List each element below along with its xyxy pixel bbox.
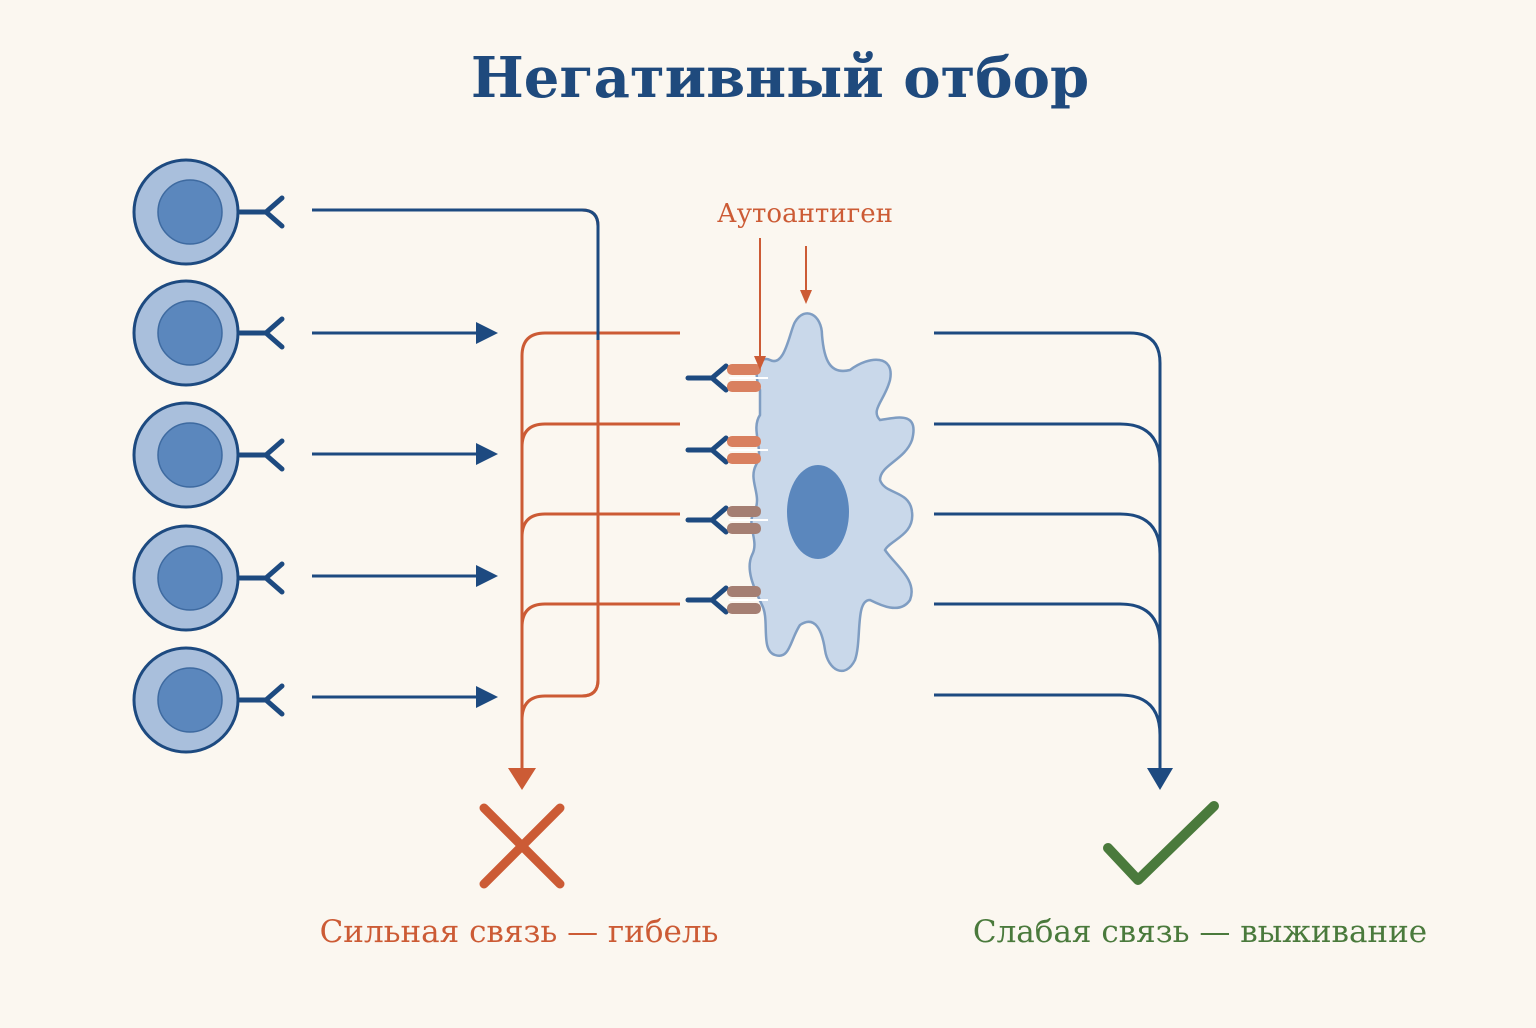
incoming-arrows bbox=[312, 208, 600, 770]
antigen-upper bbox=[727, 364, 761, 375]
receptor-arms bbox=[709, 585, 729, 615]
receptor-arms bbox=[709, 505, 729, 535]
survival-path-5 bbox=[934, 693, 1162, 736]
antigen-lower bbox=[727, 523, 761, 534]
antigen-upper bbox=[727, 436, 761, 447]
survival-path-3 bbox=[934, 512, 1162, 555]
arrowhead-4 bbox=[476, 565, 498, 587]
receptor-arms bbox=[709, 435, 729, 465]
top-cell-path bbox=[312, 208, 600, 340]
t-cell bbox=[132, 158, 285, 266]
survival-path-2 bbox=[934, 422, 1162, 465]
dendritic-cell bbox=[748, 312, 915, 673]
autoantigen-pointer-2-head bbox=[800, 290, 812, 304]
receptor-pairs bbox=[685, 363, 768, 615]
autoantigen-pointer-1-head bbox=[754, 356, 766, 370]
antigen-upper bbox=[727, 586, 761, 597]
survival-path-1 bbox=[934, 331, 1162, 770]
death-arrowhead bbox=[508, 768, 536, 790]
survival-path-4 bbox=[934, 602, 1162, 645]
survival-arrowhead bbox=[1147, 768, 1173, 790]
t-cell bbox=[132, 401, 285, 509]
antigen-lower bbox=[727, 603, 761, 614]
dendritic-nucleus bbox=[787, 465, 849, 559]
receptor-antigen-pair bbox=[685, 505, 768, 535]
antigen-upper bbox=[727, 506, 761, 517]
arrowhead-3 bbox=[476, 443, 498, 465]
death-path-lower bbox=[545, 226, 600, 698]
t-cell-column bbox=[132, 158, 285, 754]
survival-paths bbox=[934, 331, 1162, 770]
t-cell-nucleus bbox=[157, 667, 223, 733]
survival-label: Слабая связь — выживание bbox=[973, 914, 1427, 950]
autoantigen-label: Аутоантиген bbox=[717, 199, 893, 229]
receptor-antigen-pair bbox=[685, 363, 768, 393]
check-icon bbox=[1103, 801, 1219, 885]
t-cell-nucleus bbox=[157, 300, 223, 366]
t-cell-nucleus bbox=[157, 545, 223, 611]
t-cell bbox=[132, 646, 285, 754]
antigen-lower bbox=[727, 453, 761, 464]
receptor-antigen-pair bbox=[685, 435, 768, 465]
t-cell bbox=[132, 279, 285, 387]
t-cell-nucleus bbox=[157, 422, 223, 488]
death-path-2 bbox=[520, 422, 680, 448]
t-cell bbox=[132, 524, 285, 632]
death-path-main bbox=[312, 208, 600, 770]
death-label: Сильная связь — гибель bbox=[320, 914, 719, 950]
incoming-arrowheads bbox=[476, 322, 498, 708]
antigen-lower bbox=[727, 381, 761, 392]
receptor-arms bbox=[709, 363, 729, 393]
death-path-1 bbox=[520, 331, 680, 770]
receptor-arms bbox=[263, 438, 285, 472]
receptor-arms bbox=[263, 683, 285, 717]
death-path-3 bbox=[520, 512, 680, 538]
arrowhead-5 bbox=[476, 686, 498, 708]
receptor-arms bbox=[263, 316, 285, 350]
death-paths bbox=[520, 331, 680, 770]
page-title: Негативный отбор bbox=[471, 45, 1089, 111]
cross-icon bbox=[479, 803, 565, 889]
death-path-4 bbox=[520, 602, 680, 628]
receptor-arms bbox=[263, 195, 285, 229]
receptor-arms bbox=[263, 561, 285, 595]
receptor-antigen-pair bbox=[685, 585, 768, 615]
arrowhead-2 bbox=[476, 322, 498, 344]
t-cell-nucleus bbox=[157, 179, 223, 245]
